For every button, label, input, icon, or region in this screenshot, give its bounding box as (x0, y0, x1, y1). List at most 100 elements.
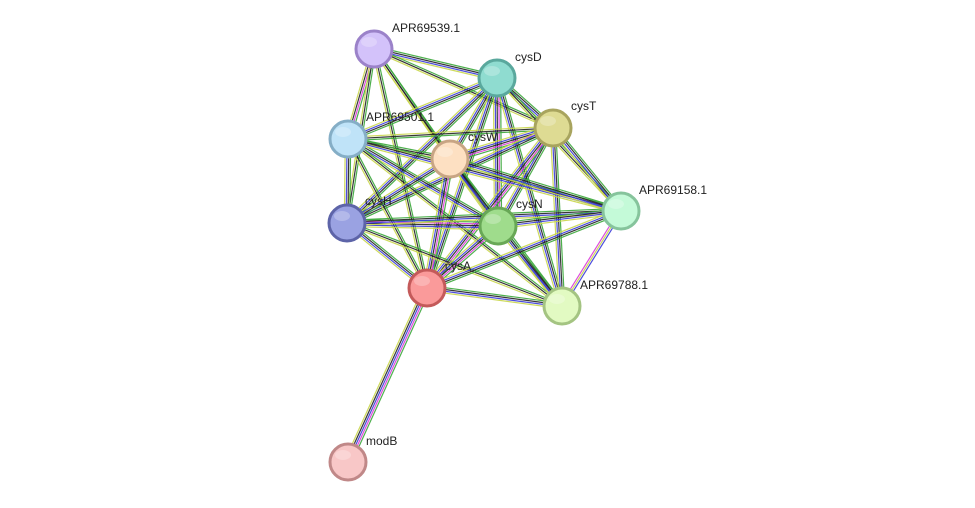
node-label: cysA (445, 259, 471, 273)
edge-line (347, 159, 451, 225)
node-cysw[interactable]: cysW (430, 130, 498, 179)
edge-line (499, 77, 566, 306)
node-cysa[interactable]: cysA (407, 259, 471, 308)
edge-line (345, 287, 426, 462)
node-circle[interactable] (328, 442, 368, 482)
edge-line (345, 139, 426, 290)
edge-line (348, 160, 452, 226)
node-label: APR69788.1 (580, 278, 648, 292)
node-apr69788-1[interactable]: APR69788.1 (542, 278, 648, 326)
edge-line (347, 138, 428, 289)
edge-line (427, 212, 623, 292)
node-circle[interactable] (430, 139, 470, 179)
edge-line (347, 139, 498, 228)
edge-line (350, 289, 431, 464)
node-label: APR69539.1 (392, 21, 460, 35)
edge-line (497, 209, 621, 226)
edge-line (425, 77, 497, 288)
node-highlight (361, 37, 377, 47)
edge-cysw-apr69158-1 (449, 155, 622, 215)
edge-line (497, 77, 564, 306)
edge-line (374, 46, 554, 127)
network-nodes: APR69539.1 cysD cysT APR69501.1 cysW cysH cysN… (327, 21, 707, 482)
edge-line (423, 76, 496, 288)
edge-line (425, 207, 621, 287)
edge-line (450, 155, 622, 209)
edge-line (426, 290, 562, 310)
edge-apr69158-1-cysa (425, 207, 623, 292)
edge-line (346, 157, 450, 223)
node-circle[interactable] (477, 58, 517, 98)
node-circle[interactable] (354, 29, 394, 69)
node-apr69539-1[interactable]: APR69539.1 (354, 21, 460, 69)
node-highlight (414, 276, 430, 286)
edge-line (344, 286, 425, 461)
edge-cysa-apr69788-1 (426, 284, 563, 310)
node-label: APR69501.1 (366, 110, 434, 124)
node-apr69501-1[interactable]: APR69501.1 (328, 110, 434, 159)
node-circle[interactable] (478, 206, 518, 246)
node-highlight (540, 116, 556, 126)
node-highlight (437, 147, 453, 157)
node-cysh[interactable]: cysH (327, 194, 392, 243)
node-modb[interactable]: modB (328, 434, 397, 482)
edge-line (347, 125, 553, 138)
node-highlight (549, 294, 565, 304)
node-label: APR69158.1 (639, 183, 707, 197)
edge-line (347, 138, 563, 307)
edge-line (349, 136, 500, 225)
edge-line (346, 224, 498, 229)
edge-line (425, 126, 553, 288)
edge-line (373, 50, 553, 131)
edge-line (429, 159, 455, 289)
node-highlight (484, 66, 500, 76)
edge-cyst-apr69501-1 (347, 125, 554, 142)
node-apr69158-1[interactable]: APR69158.1 (601, 183, 707, 231)
node-circle[interactable] (601, 191, 641, 231)
node-highlight (485, 214, 501, 224)
edge-line (428, 159, 453, 289)
edge-line (346, 225, 498, 231)
edge-line (450, 157, 622, 211)
node-cyst[interactable]: cysT (533, 99, 597, 148)
node-circle[interactable] (542, 286, 582, 326)
edge-line (347, 127, 554, 140)
edge-line (347, 141, 621, 215)
node-circle[interactable] (407, 268, 447, 308)
edge-line (426, 288, 562, 308)
node-label: cysH (365, 194, 392, 208)
edge-line (495, 78, 562, 307)
edge-line (347, 287, 428, 463)
node-circle[interactable] (533, 108, 573, 148)
node-highlight (608, 199, 624, 209)
node-label: cysD (515, 50, 542, 64)
edge-line (374, 47, 498, 78)
edge-line (449, 161, 621, 215)
node-label: cysN (516, 197, 543, 211)
edge-cysd-apr69501-1 (346, 74, 499, 143)
node-label: cysW (468, 130, 498, 144)
edge-line (374, 45, 498, 76)
edge-line (493, 78, 560, 307)
edge-cysw-cysh (345, 156, 452, 226)
edge-line (427, 284, 563, 304)
edge-line (345, 156, 449, 222)
edge-line (347, 78, 499, 225)
edge-cysd-apr69788-1 (493, 77, 566, 307)
edge-line (449, 159, 621, 213)
edge-line (348, 79, 499, 143)
node-cysn[interactable]: cysN (478, 197, 543, 246)
edge-line (373, 49, 497, 80)
edge-line (348, 137, 499, 226)
edge-cysa-modb (344, 286, 431, 464)
edge-line (427, 286, 563, 306)
edge-line (497, 207, 621, 224)
node-cysd[interactable]: cysD (477, 50, 542, 98)
edge-line (348, 129, 554, 142)
edge-line (344, 75, 496, 222)
node-circle[interactable] (327, 203, 367, 243)
node-highlight (335, 127, 351, 137)
node-label: modB (366, 434, 397, 448)
node-circle[interactable] (328, 119, 368, 159)
